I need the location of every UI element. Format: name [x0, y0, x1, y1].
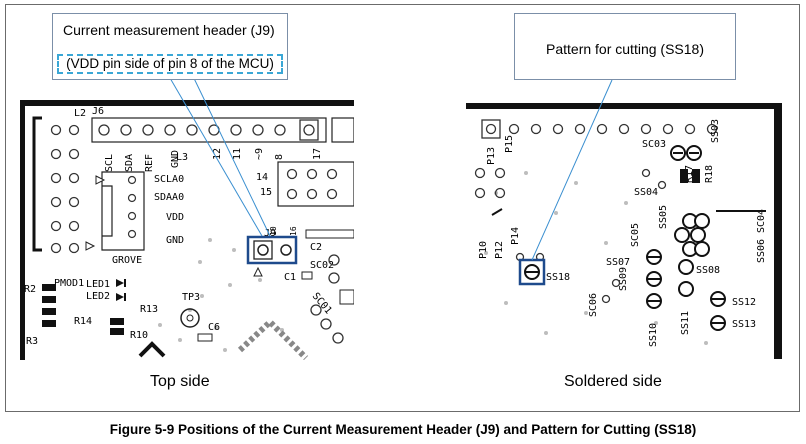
- label-ss10: SS10: [648, 323, 659, 347]
- label-c6: C6: [208, 322, 220, 333]
- label-ss06: SS06: [756, 239, 767, 263]
- j9-highlight: [246, 235, 298, 265]
- label-gnd: GND: [170, 150, 181, 168]
- label-p12: P12: [494, 241, 505, 259]
- caption-top-side: Top side: [150, 373, 210, 390]
- label-r18: R18: [704, 165, 715, 183]
- label-j9: J9: [264, 228, 276, 239]
- label-r14: R14: [74, 316, 92, 327]
- label-ss05: SS05: [658, 205, 669, 229]
- label-r3: R3: [26, 336, 38, 347]
- label-j6: J6: [92, 106, 104, 117]
- label-8: 8: [274, 154, 285, 160]
- label-r10: R10: [130, 330, 148, 341]
- label-p13: P13: [486, 147, 497, 165]
- label-ss09: SS09: [618, 267, 629, 291]
- label-ss12: SS12: [732, 297, 756, 308]
- label-vdd: VDD: [166, 212, 184, 223]
- label-ss11: SS11: [680, 311, 691, 335]
- label-ss08: SS08: [696, 265, 720, 276]
- label-sc05: SC05: [630, 223, 641, 247]
- label-l2: L2: [74, 108, 86, 119]
- label-ss13: SS13: [732, 319, 756, 330]
- label-11: 11: [232, 148, 243, 160]
- label-16: 16: [289, 226, 298, 236]
- soldered-side-pcb: P13 P15 P14 P10 P12 SS18 SS03 SC03 R17 R…: [466, 103, 782, 359]
- label-tp3: TP3: [182, 292, 200, 303]
- label-pmod1: PMOD1: [54, 278, 84, 289]
- label-9: ~9: [254, 148, 265, 160]
- label-p10: P10: [478, 241, 489, 259]
- label-14: 14: [256, 172, 268, 183]
- label-gnd2: GND: [166, 235, 184, 246]
- label-r17: R17: [684, 165, 695, 183]
- label-grove: GROVE: [112, 255, 142, 266]
- label-ref: REF: [144, 154, 155, 172]
- callout-j9: Current measurement header (J9) (VDD pin…: [52, 13, 288, 80]
- label-l3: L3: [176, 152, 188, 163]
- label-sc06: SC06: [588, 293, 599, 317]
- label-ss07: SS07: [606, 257, 630, 268]
- label-12: 12: [212, 148, 223, 160]
- label-17: 17: [312, 148, 323, 160]
- top-side-pcb: L2 J6 L3 SCL SDA REF GND 12 11 ~9 8 17 1…: [20, 100, 354, 360]
- label-ss18: SS18: [546, 272, 570, 283]
- label-sda: SDA: [124, 154, 135, 172]
- figure-frame: [5, 4, 800, 412]
- label-r13: R13: [140, 304, 158, 315]
- label-c2: C2: [310, 242, 322, 253]
- label-scl: SCL: [104, 154, 115, 172]
- label-sclao: SCLA0: [154, 174, 184, 185]
- label-p15: P15: [504, 135, 515, 153]
- callout-ss18-title: Pattern for cutting (SS18): [546, 41, 704, 57]
- label-sc02: SC02: [310, 260, 334, 271]
- label-led1: LED1: [86, 279, 110, 290]
- label-10: 10: [269, 226, 278, 236]
- caption-soldered-side: Soldered side: [564, 373, 662, 390]
- callout-j9-title: Current measurement header (J9): [63, 22, 275, 38]
- label-ss03: SS03: [710, 119, 721, 143]
- figure-caption: Figure 5-9 Positions of the Current Meas…: [109, 422, 697, 437]
- label-sc03: SC03: [642, 139, 666, 150]
- label-ss04: SS04: [634, 187, 658, 198]
- label-led2: LED2: [86, 291, 110, 302]
- callout-ss18: Pattern for cutting (SS18): [514, 13, 736, 80]
- label-sdaao: SDAA0: [154, 192, 184, 203]
- label-r2: R2: [24, 284, 36, 295]
- label-sc04: SC04: [756, 209, 767, 233]
- label-15: 15: [260, 187, 272, 198]
- label-p14: P14: [510, 227, 521, 245]
- callout-j9-subtitle: (VDD pin side of pin 8 of the MCU): [57, 54, 283, 74]
- label-c1: C1: [284, 272, 296, 283]
